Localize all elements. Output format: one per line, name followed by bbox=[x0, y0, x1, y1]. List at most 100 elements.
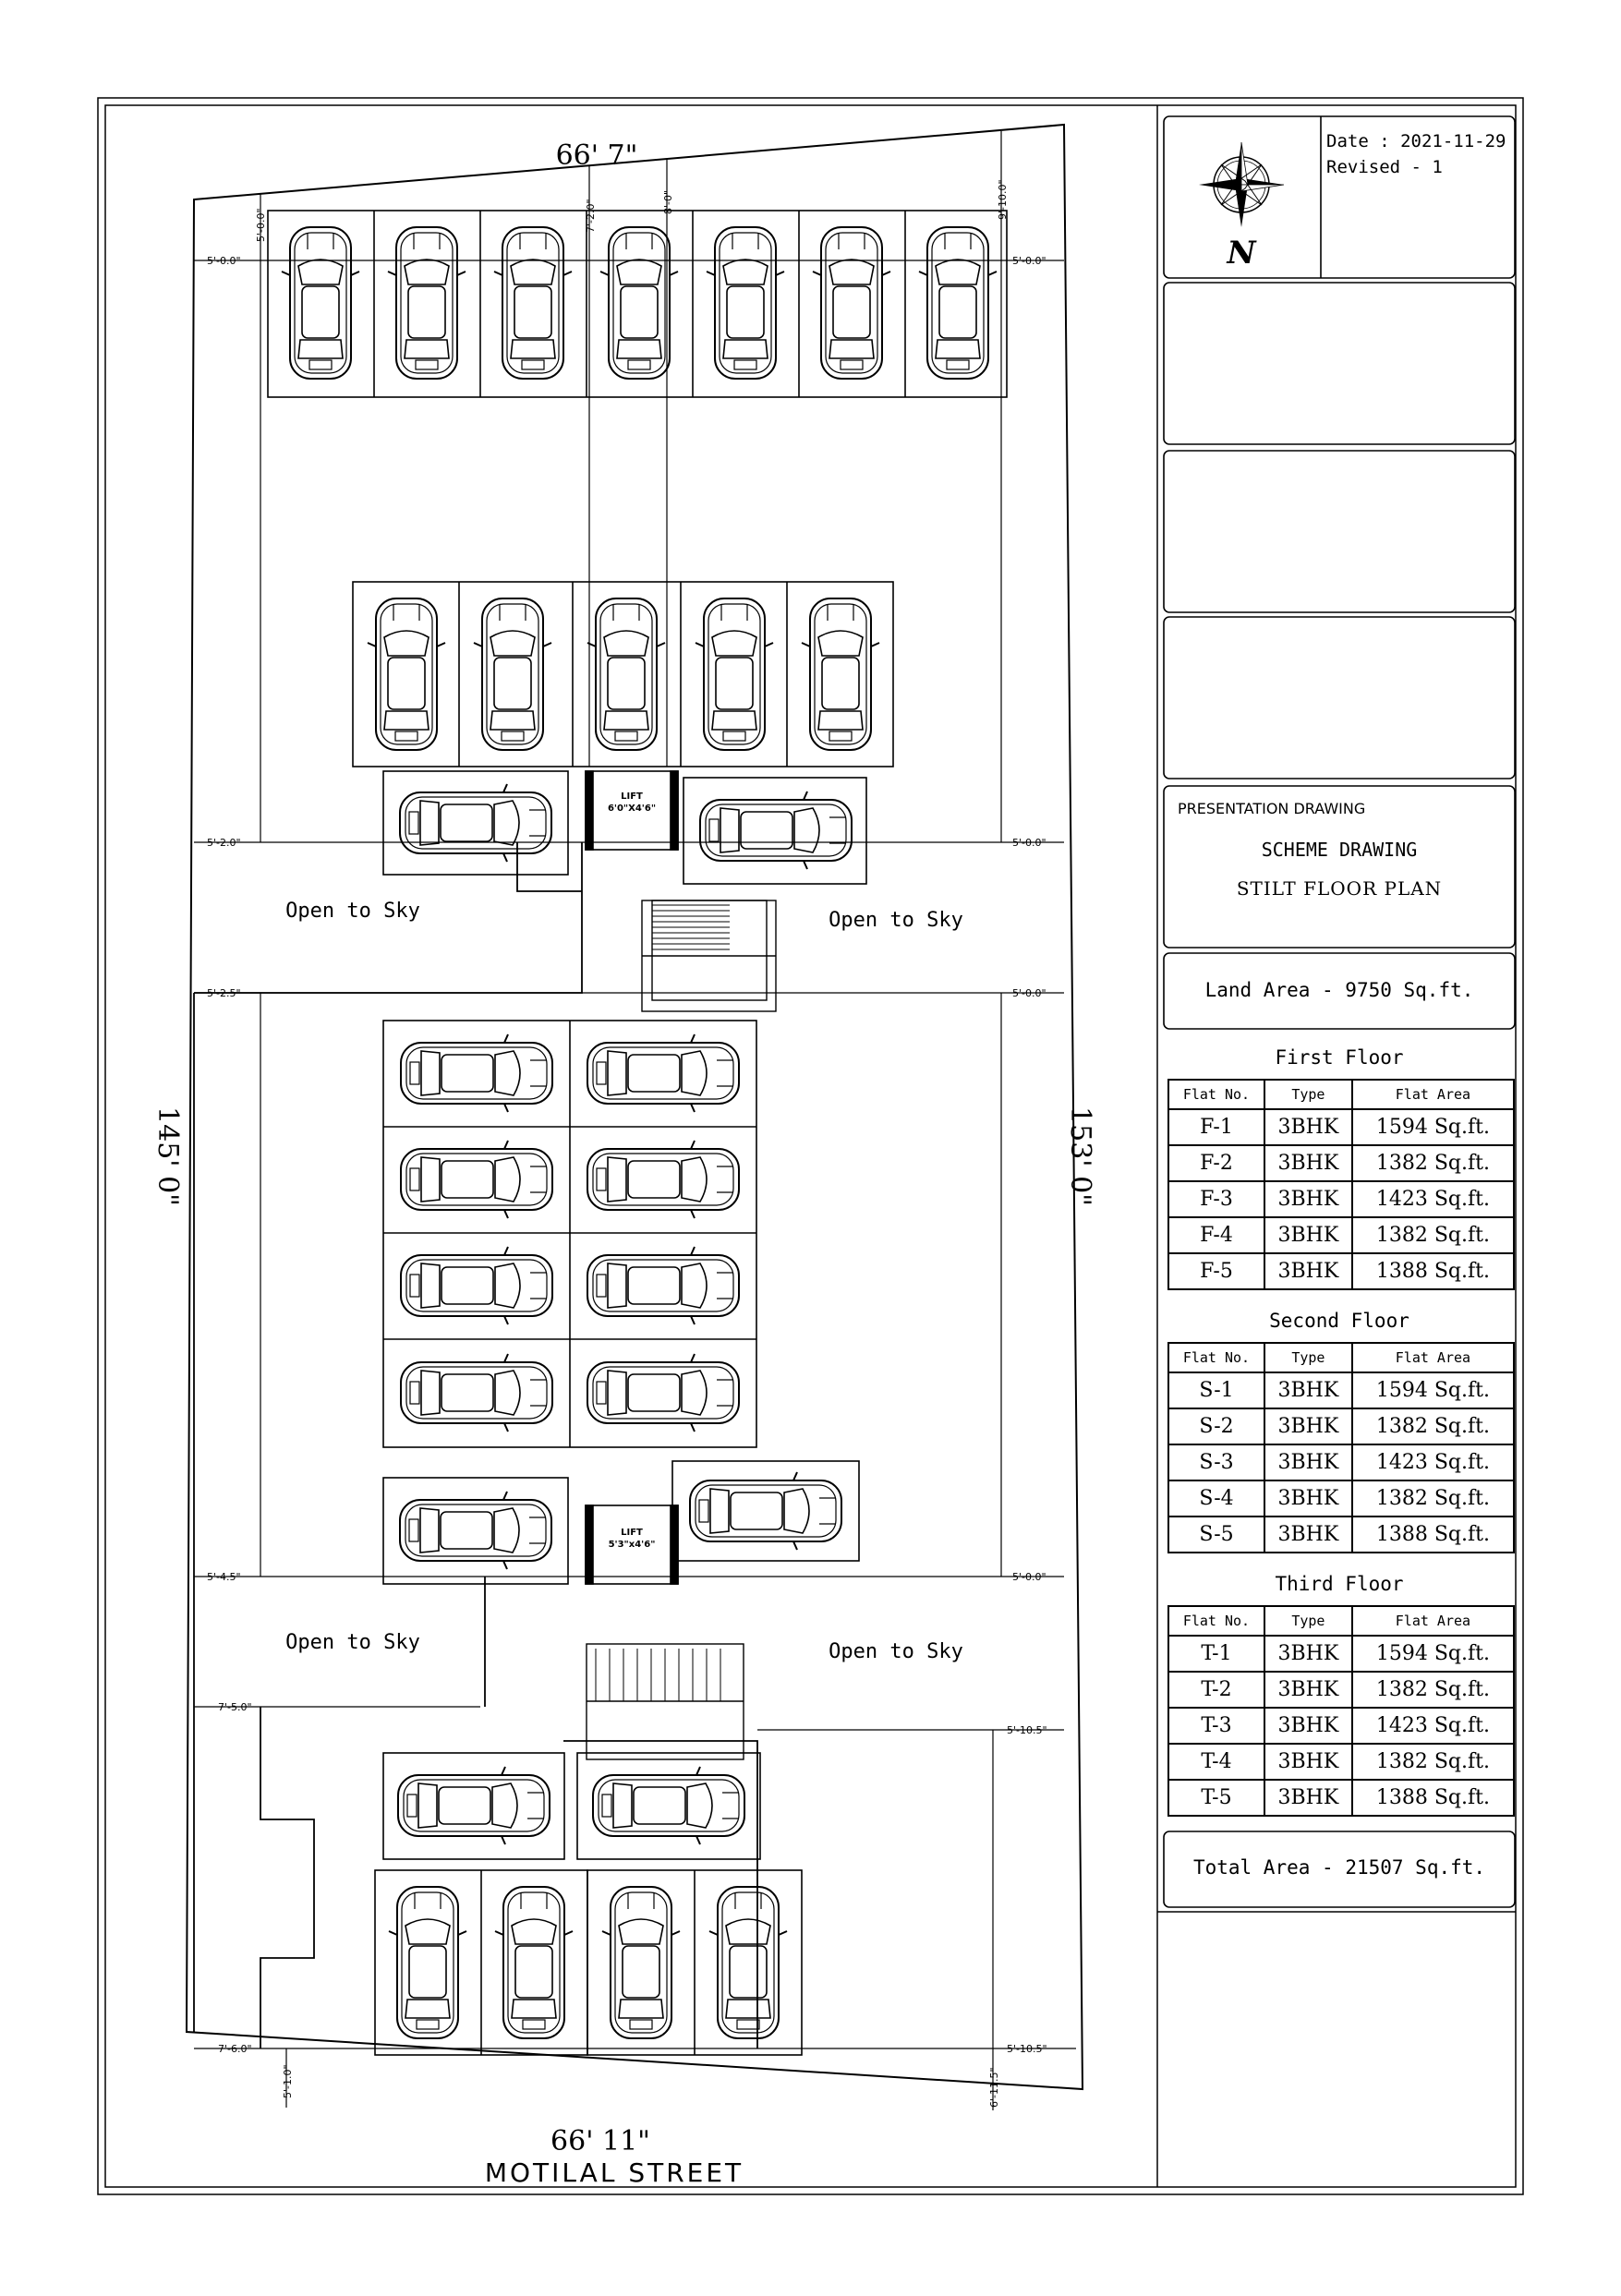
setback-top-mid-a: 7'-2.0" bbox=[585, 199, 597, 233]
flat-type: 3BHK bbox=[1263, 1108, 1353, 1146]
flat-no: T-5 bbox=[1167, 1779, 1265, 1817]
scheme-title: SCHEME DRAWING bbox=[1261, 839, 1418, 861]
flat-type: 3BHK bbox=[1263, 1372, 1353, 1409]
left-length-dimension: 145' 0" bbox=[151, 1106, 184, 1206]
flat-area: 1382 Sq.ft. bbox=[1350, 1144, 1516, 1182]
setback-mid3-left: 5'-4.5" bbox=[207, 1571, 241, 1583]
flat-no: F-5 bbox=[1167, 1252, 1265, 1290]
setback-mid1-right: 5'-0.0" bbox=[1012, 837, 1046, 849]
flat-type: 3BHK bbox=[1263, 1408, 1353, 1445]
flat-area: 1382 Sq.ft. bbox=[1350, 1671, 1516, 1709]
street-name: MOTILAL STREET bbox=[485, 2157, 744, 2188]
flat-area: 1388 Sq.ft. bbox=[1350, 1779, 1516, 1817]
setback-bottom-left: 7'-6.0" bbox=[218, 2043, 252, 2055]
flat-type: 3BHK bbox=[1263, 1144, 1353, 1182]
flat-area: 1382 Sq.ft. bbox=[1350, 1743, 1516, 1781]
setback-mid4-left: 7'-5.0" bbox=[218, 1701, 252, 1713]
flat-type: 3BHK bbox=[1263, 1516, 1353, 1553]
land-area: Land Area - 9750 Sq.ft. bbox=[1204, 979, 1474, 1001]
flat-area: 1382 Sq.ft. bbox=[1350, 1480, 1516, 1517]
setback-bottom-left-vertical: 5'-1.0" bbox=[282, 2064, 294, 2098]
col-flat-area: Flat Area bbox=[1350, 1605, 1516, 1637]
flat-type: 3BHK bbox=[1263, 1180, 1353, 1218]
col-flat-no: Flat No. bbox=[1167, 1342, 1265, 1373]
flat-type: 3BHK bbox=[1263, 1779, 1353, 1817]
third-floor-heading: Third Floor bbox=[1275, 1573, 1404, 1595]
flat-area: 1594 Sq.ft. bbox=[1350, 1635, 1516, 1673]
col-type: Type bbox=[1263, 1079, 1353, 1110]
total-area: Total Area - 21507 Sq.ft. bbox=[1192, 1856, 1486, 1879]
flat-no: S-1 bbox=[1167, 1372, 1265, 1409]
flat-area: 1423 Sq.ft. bbox=[1350, 1180, 1516, 1218]
col-type: Type bbox=[1263, 1342, 1353, 1373]
setback-top-left-vertical: 5'-0.0" bbox=[255, 208, 267, 242]
flat-area: 1594 Sq.ft. bbox=[1350, 1372, 1516, 1409]
drawing-type: PRESENTATION DRAWING bbox=[1178, 800, 1366, 817]
lift-1-label: LIFT bbox=[621, 792, 643, 802]
open-to-sky-label-3: Open to Sky bbox=[285, 1631, 420, 1654]
flat-no: F-3 bbox=[1167, 1180, 1265, 1218]
flat-no: S-3 bbox=[1167, 1444, 1265, 1481]
setback-bottom-right-vertical: 6'-11.5" bbox=[988, 2067, 1000, 2108]
flat-no: T-4 bbox=[1167, 1743, 1265, 1781]
setback-bottom-right: 5'-10.5" bbox=[1007, 2043, 1047, 2055]
flat-type: 3BHK bbox=[1263, 1252, 1353, 1290]
open-to-sky-label-2: Open to Sky bbox=[829, 909, 963, 932]
flat-type: 3BHK bbox=[1263, 1743, 1353, 1781]
flat-area: 1423 Sq.ft. bbox=[1350, 1444, 1516, 1481]
bottom-width-dimension: 66' 11" bbox=[550, 2125, 650, 2157]
compass-rose-icon bbox=[1199, 141, 1285, 227]
col-flat-no: Flat No. bbox=[1167, 1605, 1265, 1637]
setback-mid1-left: 5'-2.0" bbox=[207, 837, 241, 849]
north-label: N bbox=[1226, 235, 1257, 272]
flat-type: 3BHK bbox=[1263, 1480, 1353, 1517]
setback-mid3-right: 5'-0.0" bbox=[1012, 1571, 1046, 1583]
open-to-sky-label-4: Open to Sky bbox=[829, 1640, 963, 1663]
col-flat-area: Flat Area bbox=[1350, 1079, 1516, 1110]
right-length-dimension: 153' 0" bbox=[1064, 1106, 1096, 1206]
flat-type: 3BHK bbox=[1263, 1444, 1353, 1481]
open-to-sky-label-1: Open to Sky bbox=[285, 900, 420, 923]
flat-no: T-1 bbox=[1167, 1635, 1265, 1673]
lift-2-size: 5'3"x4'6" bbox=[609, 1540, 656, 1550]
setback-mid4-right: 5'-10.5" bbox=[1007, 1724, 1047, 1736]
flat-area: 1382 Sq.ft. bbox=[1350, 1408, 1516, 1445]
flat-no: S-4 bbox=[1167, 1480, 1265, 1517]
lift-1-size: 6'0"X4'6" bbox=[608, 804, 656, 814]
setback-mid2-left: 5'-2.5" bbox=[207, 987, 241, 999]
flat-no: S-5 bbox=[1167, 1516, 1265, 1553]
lift-2-label: LIFT bbox=[621, 1528, 643, 1538]
flat-area: 1388 Sq.ft. bbox=[1350, 1516, 1516, 1553]
setback-top-right-vertical: 9'-10.0" bbox=[997, 179, 1009, 220]
plan-title: STILT FLOOR PLAN bbox=[1236, 877, 1443, 900]
col-flat-no: Flat No. bbox=[1167, 1079, 1265, 1110]
setback-top-left: 5'-0.0" bbox=[207, 255, 241, 267]
second-floor-heading: Second Floor bbox=[1269, 1310, 1409, 1332]
drawing-revision: Revised - 1 bbox=[1326, 157, 1443, 177]
setback-top-right: 5'-0.0" bbox=[1012, 255, 1046, 267]
col-type: Type bbox=[1263, 1605, 1353, 1637]
flat-no: T-2 bbox=[1167, 1671, 1265, 1709]
col-flat-area: Flat Area bbox=[1350, 1342, 1516, 1373]
drawing-date: Date : 2021-11-29 bbox=[1326, 131, 1506, 151]
flat-area: 1388 Sq.ft. bbox=[1350, 1252, 1516, 1290]
top-width-dimension: 66' 7" bbox=[556, 139, 638, 172]
setback-top-mid-b: 8'-0" bbox=[662, 190, 674, 214]
flat-no: F-4 bbox=[1167, 1216, 1265, 1254]
flat-area: 1382 Sq.ft. bbox=[1350, 1216, 1516, 1254]
